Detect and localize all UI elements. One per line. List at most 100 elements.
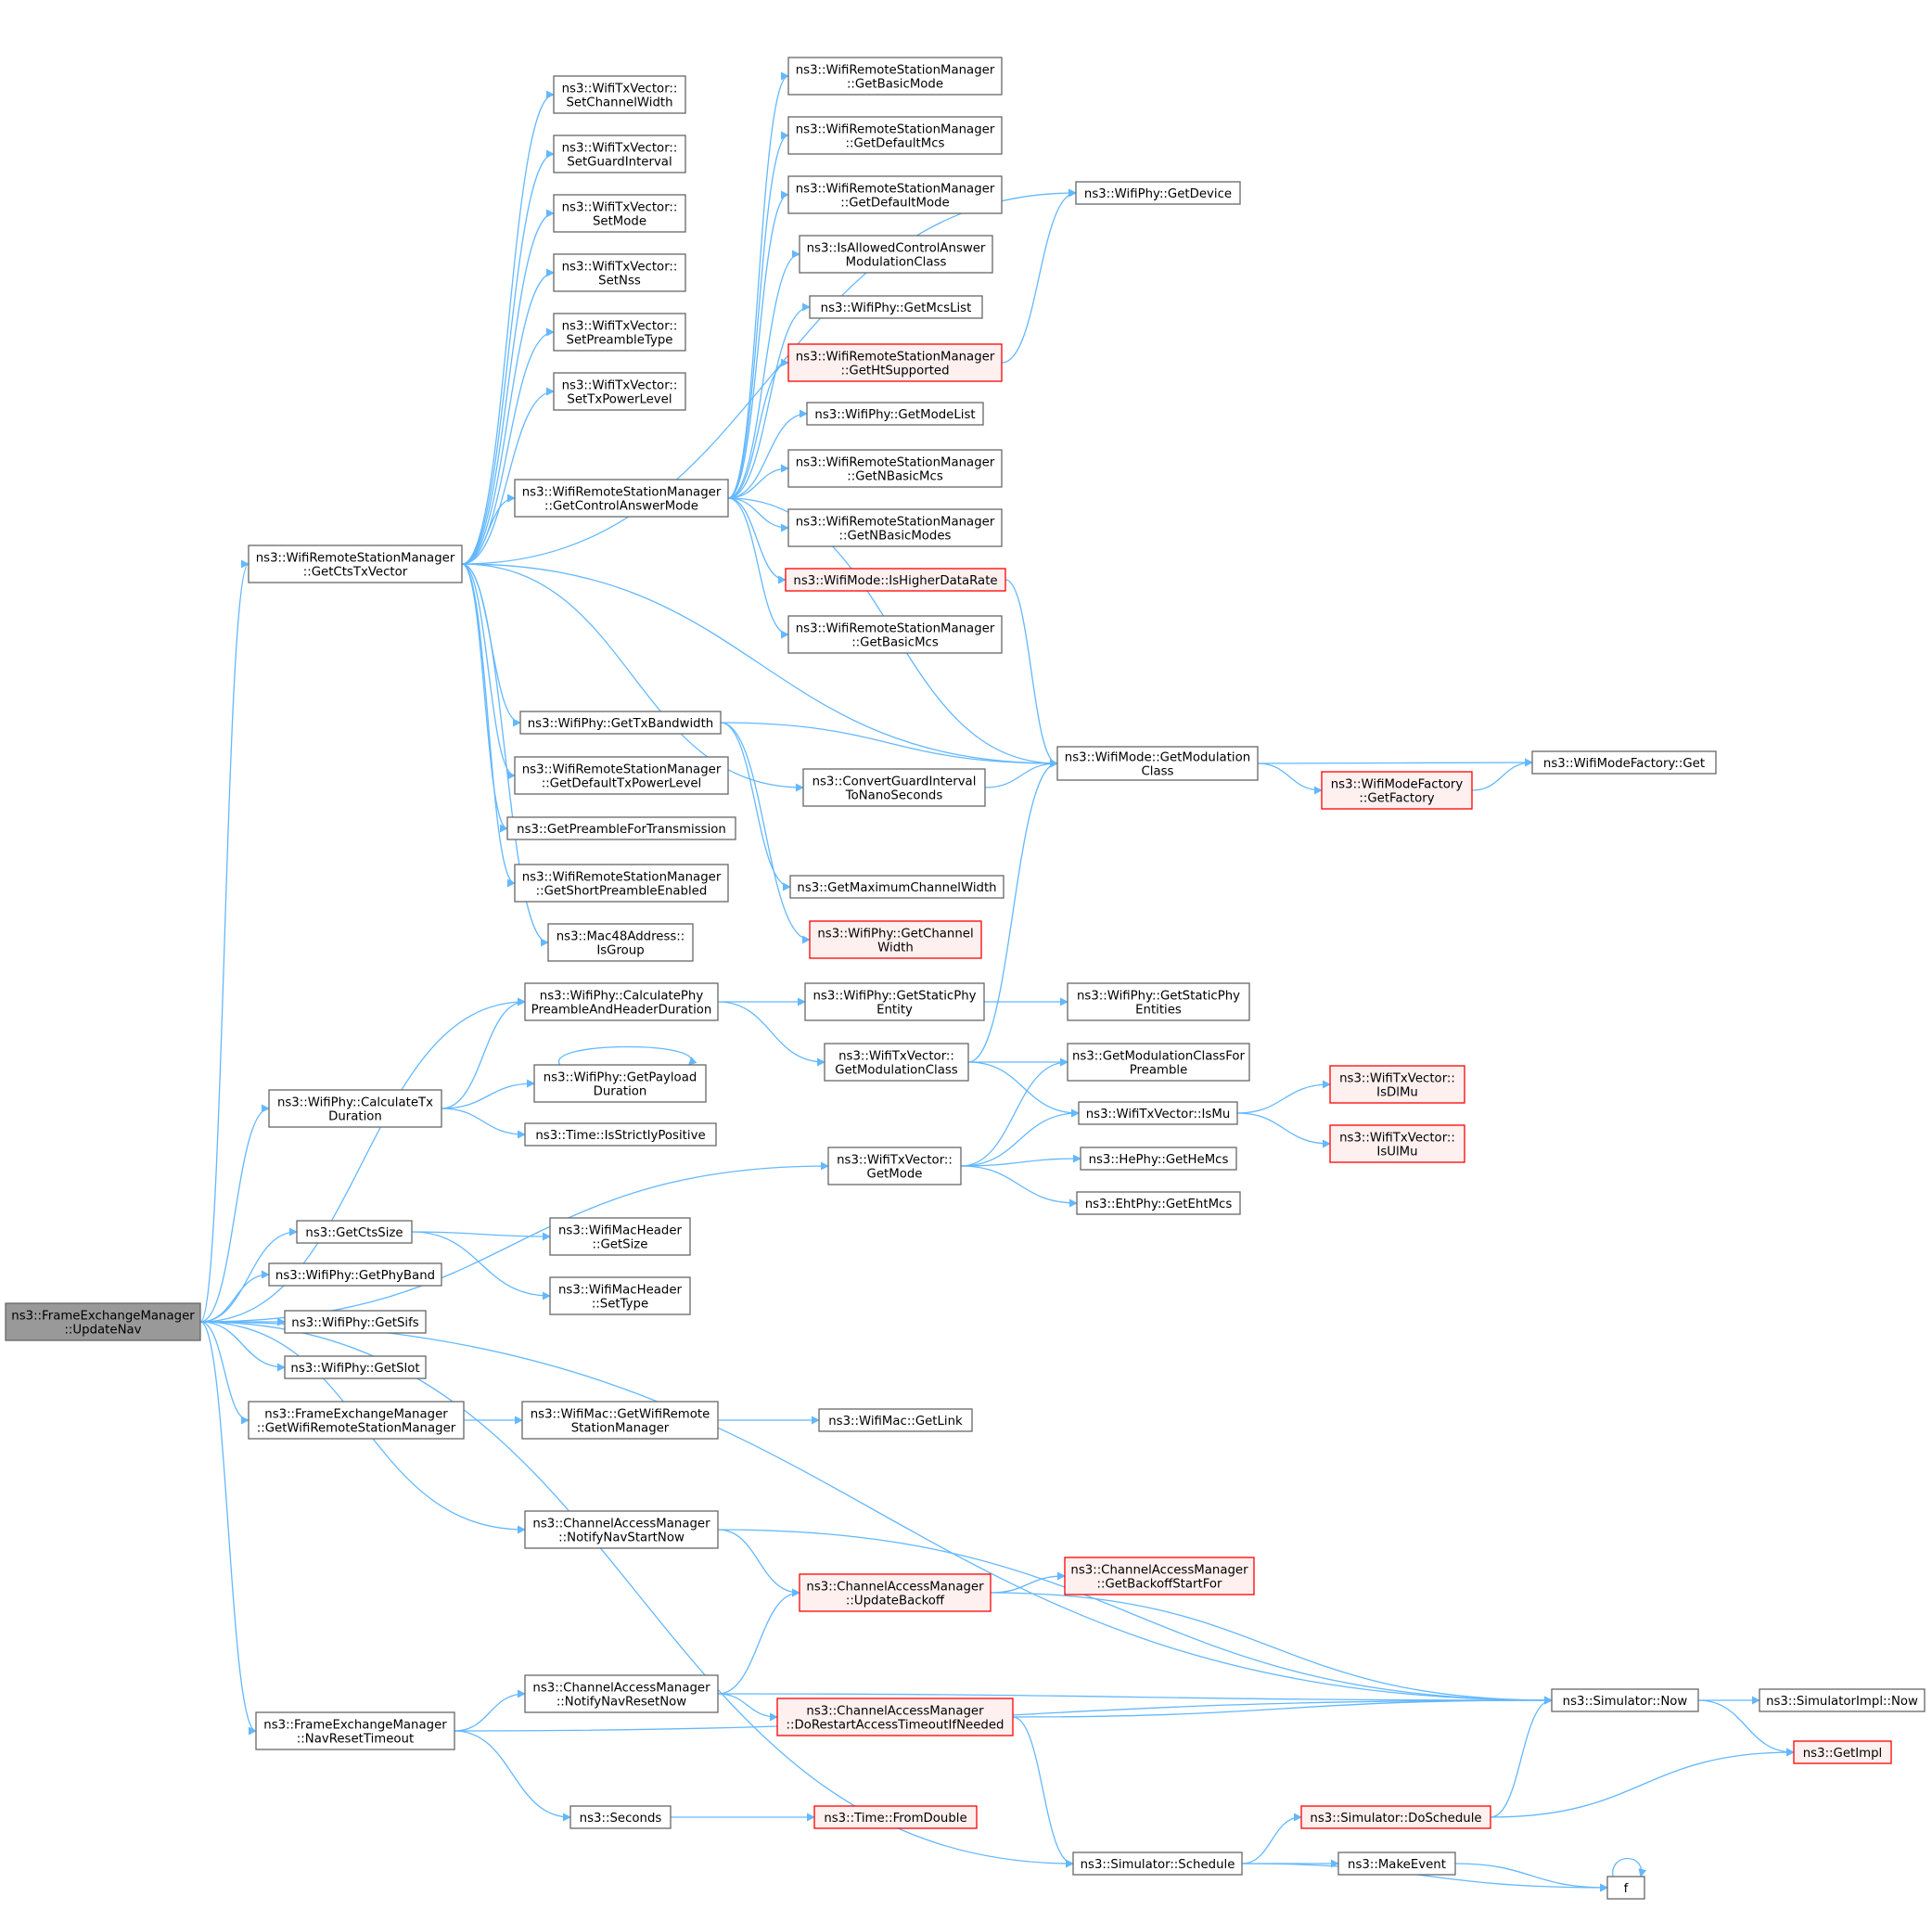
node-getdefaultmcs[interactable]: ns3::WifiRemoteStationManager::GetDefaul… [787,116,1003,155]
node-box[interactable] [547,923,694,962]
node-navresettimeout[interactable]: ns3::FrameExchangeManager::NavResetTimeo… [255,1711,455,1750]
node-box[interactable] [809,295,983,319]
node-box[interactable] [806,402,984,426]
node-box[interactable] [248,1401,465,1440]
node-box[interactable] [549,1217,691,1256]
node-box[interactable] [1080,1147,1237,1171]
node-box[interactable] [553,135,686,173]
node-box[interactable] [785,568,1006,592]
node-isulmu[interactable]: ns3::WifiTxVector::IsUlMu [1329,1124,1465,1163]
node-getimpl[interactable]: ns3::GetImpl [1793,1740,1892,1764]
node-box[interactable] [521,1401,719,1440]
node-box[interactable] [1329,1124,1465,1163]
node-gethemcs[interactable]: ns3::HePhy::GetHeMcs [1080,1147,1237,1171]
node-box[interactable] [787,57,1003,96]
node-box[interactable] [1329,1065,1465,1104]
node-box[interactable] [1551,1688,1699,1712]
node-getctssize[interactable]: ns3::GetCtsSize [296,1220,413,1244]
node-box[interactable] [799,235,993,274]
node-box[interactable] [1337,1852,1456,1876]
node-getshortpreamble[interactable]: ns3::WifiRemoteStationManager::GetShortP… [514,864,729,903]
node-f[interactable]: f [1606,1876,1645,1900]
node-getmaxchannelwidth[interactable]: ns3::GetMaximumChannelWidth [789,875,1004,899]
node-box[interactable] [284,1310,427,1334]
node-box[interactable] [506,816,736,840]
node-getehtmcs[interactable]: ns3::EhtPhy::GetEhtMcs [1076,1191,1241,1215]
node-box[interactable] [787,343,1003,382]
node-box[interactable] [524,1674,719,1713]
node-box[interactable] [1064,1557,1255,1595]
node-fem_getwrsm[interactable]: ns3::FrameExchangeManager::GetWifiRemote… [248,1401,465,1440]
node-notifynavresetnow[interactable]: ns3::ChannelAccessManager::NotifyNavRese… [524,1674,719,1713]
node-box[interactable] [524,982,719,1021]
node-setchannelwidth[interactable]: ns3::WifiTxVector::SetChannelWidth [553,75,686,114]
node-box[interactable] [514,756,729,795]
node-box[interactable] [553,194,686,233]
node-getfactory[interactable]: ns3::WifiModeFactory::GetFactory [1321,771,1473,810]
node-box[interactable] [1531,750,1717,775]
node-updatebackoff[interactable]: ns3::ChannelAccessManager::UpdateBackoff [799,1573,992,1612]
node-getphyband[interactable]: ns3::WifiPhy::GetPhyBand [268,1262,442,1287]
node-dorestartaccess[interactable]: ns3::ChannelAccessManager::DoRestartAcce… [776,1698,1014,1736]
node-macheadergetsize[interactable]: ns3::WifiMacHeader::GetSize [549,1217,691,1256]
node-box[interactable] [524,1510,719,1549]
node-box[interactable] [549,1276,691,1315]
node-box[interactable] [533,1064,707,1103]
node-txvgetmodclass[interactable]: ns3::WifiTxVector::GetModulationClass [824,1043,969,1082]
node-calcpreamble[interactable]: ns3::WifiPhy::CalculatePhyPreambleAndHea… [524,982,719,1021]
node-makeevent[interactable]: ns3::MakeEvent [1337,1852,1456,1876]
node-box[interactable] [1606,1876,1645,1900]
node-box[interactable] [827,1147,962,1185]
node-box[interactable] [524,1122,717,1147]
node-getbackoffstartfor[interactable]: ns3::ChannelAccessManager::GetBackoffSta… [1064,1557,1255,1595]
node-setpreambletype[interactable]: ns3::WifiTxVector::SetPreambleType [553,313,686,352]
node-box[interactable] [1078,1101,1238,1125]
node-setmode[interactable]: ns3::WifiTxVector::SetMode [553,194,686,233]
node-fromdouble[interactable]: ns3::Time::FromDouble [813,1805,978,1829]
node-getbasicmcs[interactable]: ns3::WifiRemoteStationManager::GetBasicM… [787,615,1003,654]
node-getdevice[interactable]: ns3::WifiPhy::GetDevice [1075,181,1241,205]
node-getnbasicmodes[interactable]: ns3::WifiRemoteStationManager::GetNBasic… [787,508,1003,547]
node-settxpowerlevel[interactable]: ns3::WifiTxVector::SetTxPowerLevel [553,372,686,411]
node-box[interactable] [787,615,1003,654]
node-box[interactable] [818,1408,973,1432]
node-box[interactable] [813,1805,978,1829]
node-box[interactable] [789,875,1004,899]
node-box[interactable] [296,1220,413,1244]
node-doschedule[interactable]: ns3::Simulator::DoSchedule [1300,1805,1491,1829]
node-box[interactable] [553,75,686,114]
node-box[interactable] [255,1711,455,1750]
node-getnbasicmcs[interactable]: ns3::WifiRemoteStationManager::GetNBasic… [787,449,1003,488]
node-isgroup[interactable]: ns3::Mac48Address::IsGroup [547,923,694,962]
node-box[interactable] [1321,771,1473,810]
node-box[interactable] [787,508,1003,547]
node-box[interactable] [1056,746,1259,781]
node-getsifs[interactable]: ns3::WifiPhy::GetSifs [284,1310,427,1334]
node-macheadersettype[interactable]: ns3::WifiMacHeader::SetType [549,1276,691,1315]
node-box[interactable] [1300,1805,1491,1829]
node-box[interactable] [514,864,729,903]
node-box[interactable] [1759,1688,1926,1712]
node-box[interactable] [248,545,463,583]
node-setguardinterval[interactable]: ns3::WifiTxVector::SetGuardInterval [553,135,686,173]
node-box[interactable] [553,372,686,411]
node-updatenav[interactable]: ns3::FrameExchangeManager::UpdateNav [5,1302,201,1341]
node-ishigherdatarate[interactable]: ns3::WifiMode::IsHigherDataRate [785,568,1006,592]
node-box[interactable] [809,920,982,959]
node-box[interactable] [1072,1852,1243,1876]
node-gethtsupported[interactable]: ns3::WifiRemoteStationManager::GetHtSupp… [787,343,1003,382]
node-box[interactable] [5,1302,201,1341]
node-setnss[interactable]: ns3::WifiTxVector::SetNss [553,253,686,292]
node-box[interactable] [1075,181,1241,205]
node-box[interactable] [824,1043,969,1082]
node-box[interactable] [776,1698,1014,1736]
node-getlink[interactable]: ns3::WifiMac::GetLink [818,1408,973,1432]
node-simimplnow[interactable]: ns3::SimulatorImpl::Now [1759,1688,1926,1712]
node-getmodulationclass[interactable]: ns3::WifiMode::GetModulationClass [1056,746,1259,781]
